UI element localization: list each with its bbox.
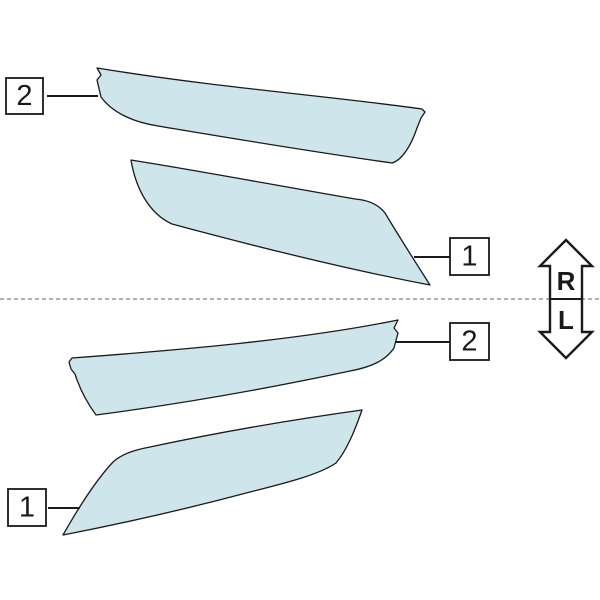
left-callout-1-box: [7, 488, 47, 527]
left-callout-2: 2: [449, 322, 490, 361]
right-callout-1: 1: [449, 237, 490, 276]
left-callout-2-label: 2: [461, 326, 477, 358]
side-label-left: L: [558, 305, 574, 335]
left-callout-1: 1: [7, 488, 47, 527]
left-callout-2-box: [449, 322, 490, 361]
right-callout-2-label: 2: [16, 80, 32, 112]
right-callout-2-box: [5, 77, 44, 115]
left-callout-1-label: 1: [19, 492, 35, 524]
right-callout-1-box: [449, 237, 490, 276]
right-callout-2: 2: [5, 77, 44, 115]
right-callout-1-label: 1: [461, 241, 477, 273]
left-part-1-shape: [62, 409, 363, 536]
double-arrow-up-down-icon: R L: [537, 238, 595, 360]
side-label-right: R: [557, 266, 576, 296]
right-part-2-shape: [96, 67, 426, 164]
left-part-2-shape: [68, 319, 399, 416]
right-part-1-shape: [130, 159, 431, 286]
